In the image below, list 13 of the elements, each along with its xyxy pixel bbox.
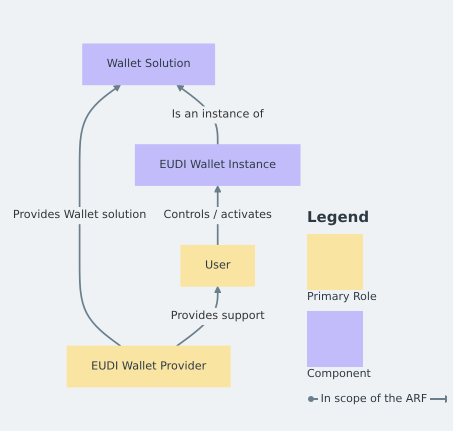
legend-label: In scope of the ARF [320, 392, 428, 405]
edge-label: Is an instance of [172, 108, 264, 122]
node-box: EUDI Wallet Provider [66, 346, 231, 388]
node-box: Wallet Solution [82, 44, 216, 86]
edge-label: Provides Wallet solution [12, 208, 146, 222]
node-box: User [180, 244, 255, 287]
edge-label: Provides support [170, 310, 265, 322]
edge-label: Controls / activates [164, 208, 272, 222]
arrow [78, 84, 122, 347]
node-box: EUDI Wallet Instance [134, 144, 301, 186]
legend-heading: Legend [307, 208, 370, 226]
legend-label: Component [307, 367, 372, 380]
legend-label: Primary Role [307, 290, 378, 303]
